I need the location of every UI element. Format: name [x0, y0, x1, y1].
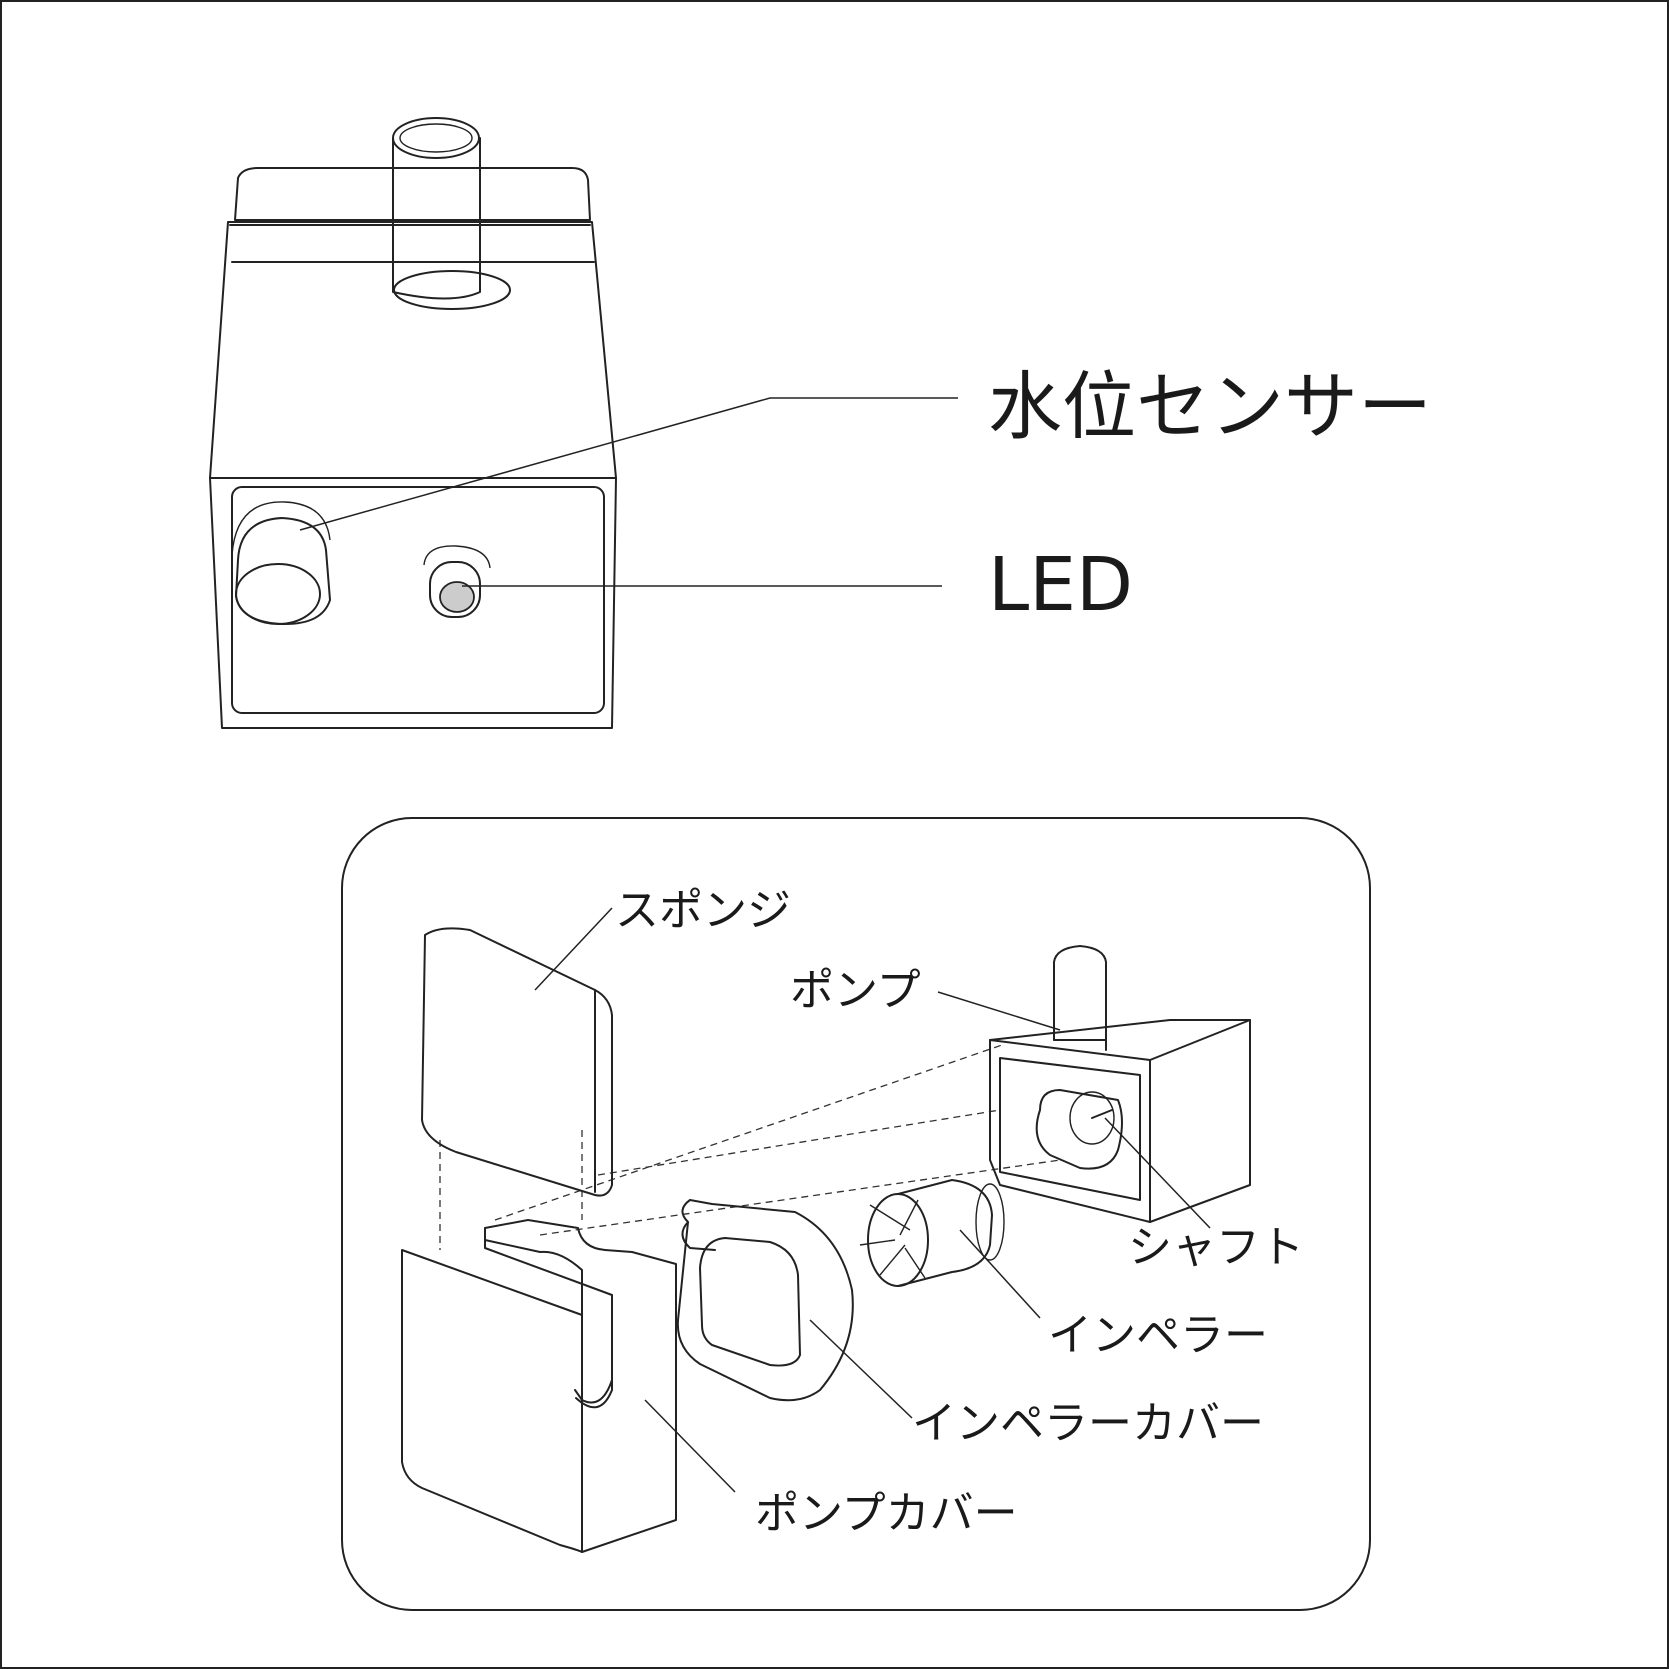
pump-leader: [937, 991, 1061, 1031]
pump-cover-leader: [644, 1399, 736, 1493]
water-sensor-icon: [231, 501, 331, 626]
pump-cover-label: ポンプカバー: [755, 1488, 1018, 1539]
led-icon: [423, 545, 491, 618]
shaft-leader: [1104, 1117, 1211, 1229]
alignment-lines: [439, 1044, 1061, 1250]
pump-housing-part: [989, 945, 1251, 1223]
assembled-pump: [209, 117, 958, 729]
pump-body: [209, 221, 617, 479]
water-sensor-label: 水位センサー: [988, 364, 1432, 450]
impeller-label: インペラー: [1048, 1310, 1268, 1361]
led-lens: [439, 581, 475, 613]
shaft-label: シャフト: [1128, 1222, 1304, 1273]
impeller-cover-part: [676, 1199, 854, 1402]
impeller-cover-leader: [809, 1319, 913, 1419]
exploded-view-panel: [341, 817, 1371, 1611]
sponge-part: [421, 927, 613, 1197]
sponge-leader: [534, 907, 613, 991]
impeller-leader: [959, 1229, 1041, 1319]
water-sensor-leader: [299, 397, 958, 531]
top-sponge: [234, 167, 591, 221]
outlet-tube: [392, 117, 511, 310]
impeller-part: [859, 1179, 1005, 1287]
pump-cover-part: [401, 1219, 677, 1553]
led-label: LED: [988, 542, 1133, 628]
front-panel: [209, 477, 617, 729]
sponge-label: スポンジ: [615, 885, 791, 936]
pump-label: ポンプ: [790, 965, 921, 1016]
impeller-cover-label: インペラーカバー: [912, 1398, 1264, 1449]
